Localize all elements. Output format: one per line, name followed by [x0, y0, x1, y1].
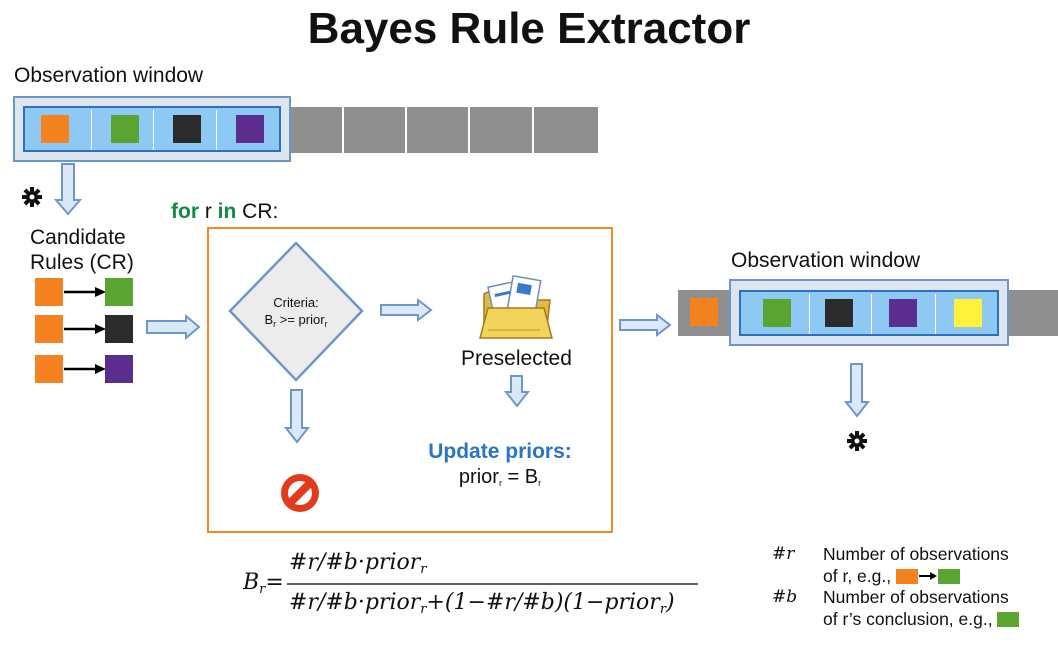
- loop-variable: r: [199, 200, 218, 223]
- obs-cell-black: [173, 115, 201, 143]
- legend-key-r: #r: [772, 544, 795, 564]
- legend-mini-green: [997, 612, 1020, 627]
- legend-r-line1: Number of observations: [823, 544, 1009, 564]
- obs-cell-orange: [41, 115, 69, 143]
- arrow-down-icon: [283, 389, 311, 444]
- formula-equals: =: [265, 570, 284, 595]
- formula-denominator: #r/#b·priorr+(1−#r/#b)(1−priorr): [289, 590, 675, 617]
- rule-arrows: [64, 287, 106, 374]
- rule-consequent-black: [105, 315, 133, 343]
- formula-lhs-sub: r: [259, 582, 266, 597]
- preselected-label: Preselected: [461, 347, 572, 370]
- update-priors-equation: priorr = Br: [400, 466, 600, 489]
- formula-lhs-symbol: B: [243, 570, 260, 595]
- criteria-text: Criteria: Br >= priorr: [236, 294, 356, 333]
- criteria-line2: Br >= priorr: [236, 311, 356, 333]
- observation-window-right-inner: [739, 290, 999, 336]
- keyword-in: in: [217, 200, 237, 223]
- rule-consequent-green: [105, 278, 133, 306]
- legend-b-line2-text: of r’s conclusion, e.g.,: [823, 609, 998, 629]
- arrow-right-icon: [146, 313, 201, 341]
- update-eq: = B: [501, 466, 539, 488]
- observation-window-right: [729, 279, 1009, 346]
- loop-set: CR:: [236, 200, 279, 223]
- criteria-lhs-sub: r: [273, 319, 277, 329]
- obs-cell-divider: [216, 110, 217, 150]
- formula-denominator-sub: r: [420, 602, 427, 617]
- observation-window-right-label: Observation window: [731, 249, 921, 272]
- obs-cell-divider: [153, 110, 154, 150]
- pending-cells-strip: [291, 107, 598, 153]
- loop-header: for r in CR:: [171, 200, 278, 224]
- criteria-op: >= prior: [276, 312, 325, 327]
- arrow-down-icon: [843, 363, 871, 418]
- folder-documents-icon: [479, 274, 553, 339]
- arrow-down-icon: [53, 163, 83, 216]
- obs-cell-black: [825, 299, 853, 327]
- observation-window-top-label: Observation window: [14, 64, 204, 87]
- reject-icon: [281, 474, 319, 512]
- legend-key-b: #b: [772, 587, 798, 607]
- rule-antecedent-orange: [35, 278, 63, 306]
- legend-b-line2: of r’s conclusion, e.g.,: [823, 608, 1020, 630]
- loop-body-box: [207, 227, 613, 533]
- criteria-diamond: [228, 241, 364, 382]
- legend-mini-arrow-icon: [918, 569, 938, 584]
- obs-cell-green: [111, 115, 139, 143]
- update-priors-title: Update priors:: [428, 440, 572, 463]
- update-rhs-sub: r: [538, 478, 542, 488]
- formula-denominator-close: ): [666, 590, 675, 615]
- rule-antecedent-orange: [35, 315, 63, 343]
- obs-cell-divider: [809, 294, 810, 334]
- legend-b-line1: Number of observations: [823, 587, 1009, 607]
- formula-denominator-rest-sub: r: [659, 602, 667, 617]
- observation-window-top: [13, 96, 291, 162]
- legend-r-line2: of r, e.g.,: [823, 565, 960, 587]
- formula-numerator-text: #r/#b·prior: [289, 550, 421, 575]
- update-lhs-sub: r: [498, 478, 502, 488]
- gear-icon: [847, 431, 867, 451]
- arrow-right-icon: [380, 297, 433, 323]
- diagram-title: Bayes Rule Extractor: [307, 4, 751, 53]
- legend-mini-green: [937, 569, 960, 584]
- obs-cell-green: [763, 299, 791, 327]
- obs-cell-divider: [91, 110, 92, 150]
- obs-cell-purple: [236, 115, 264, 143]
- keyword-for: for: [171, 200, 199, 223]
- obs-cell-purple: [889, 299, 917, 327]
- pending-cell: [470, 107, 534, 153]
- pending-cell: [534, 107, 598, 153]
- criteria-lhs: B: [264, 312, 274, 327]
- pending-cell: [291, 107, 344, 153]
- criteria-line1: Criteria:: [273, 295, 319, 310]
- obs-cell-orange: [690, 298, 718, 326]
- arrow-right-icon: [619, 312, 672, 338]
- obs-cell-divider: [935, 294, 936, 334]
- formula-numerator: #r/#b·priorr: [289, 550, 427, 577]
- pending-cell: [407, 107, 470, 153]
- update-lhs: prior: [458, 466, 499, 488]
- arrow-down-icon: [503, 375, 531, 408]
- formula-denominator-rest: +(1−#r/#b)(1−prior: [426, 590, 660, 615]
- observation-window-top-inner: [23, 106, 281, 152]
- pending-cell: [344, 107, 407, 153]
- legend-r-line2-text: of r, e.g.,: [823, 566, 896, 586]
- candidate-rules-label-line1: Candidate: [30, 226, 126, 249]
- formula-lhs: Br=: [243, 570, 284, 597]
- criteria-rhs-sub: r: [324, 319, 328, 329]
- legend-mini-orange: [895, 569, 918, 584]
- formula-denominator-text: #r/#b·prior: [289, 590, 421, 615]
- obs-cell-yellow: [954, 299, 982, 327]
- obs-cell-divider: [871, 294, 872, 334]
- candidate-rules-label-line2: Rules (CR): [30, 251, 134, 274]
- rule-consequent-purple: [105, 355, 133, 383]
- formula-numerator-sub: r: [420, 562, 427, 577]
- gear-icon: [22, 187, 42, 207]
- rule-antecedent-orange: [35, 355, 63, 383]
